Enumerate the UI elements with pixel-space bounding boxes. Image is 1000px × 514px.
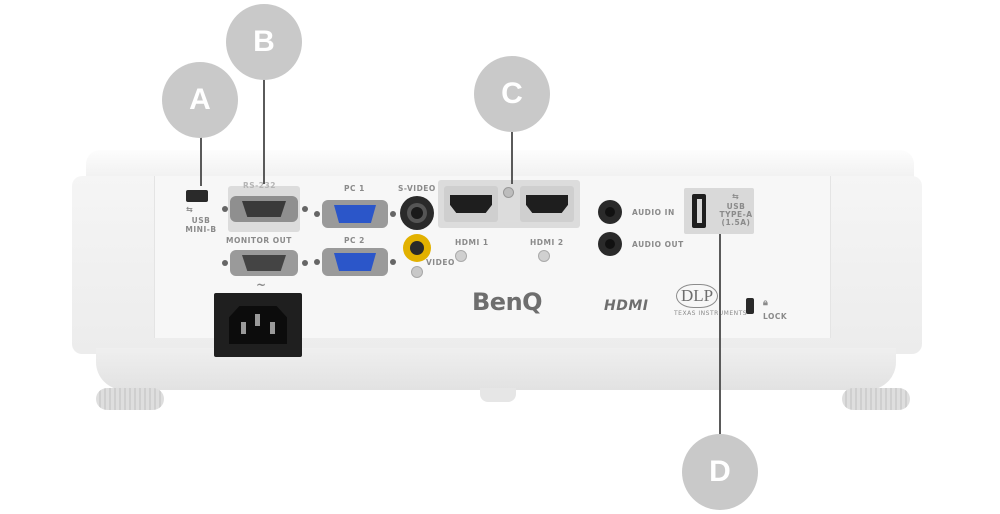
dlp-logo-text: DLP <box>680 286 714 305</box>
audio-in-port[interactable] <box>598 200 622 224</box>
usb-type-a-symbol-icon: ⇆ <box>732 192 740 201</box>
hdmi1-label: HDMI 1 <box>455 238 489 247</box>
callout-d-line <box>719 234 721 442</box>
pc1-screw-right <box>390 211 396 217</box>
pc1-screw-left <box>314 211 320 217</box>
monitor-screw-left <box>222 260 228 266</box>
ac-symbol: ~ <box>256 278 267 292</box>
hdmi2-port[interactable] <box>526 195 568 213</box>
rs232-screw-left <box>222 206 228 212</box>
video-screw <box>411 266 423 278</box>
hdmi1-screw-bottom <box>455 250 467 262</box>
ac-power-socket[interactable] <box>214 293 302 357</box>
monitor-out-label: MONITOR OUT <box>226 236 292 245</box>
lock-label: LOCK <box>763 312 788 321</box>
video-port[interactable] <box>403 234 431 262</box>
pc2-port[interactable] <box>322 248 388 276</box>
hdmi1-port[interactable] <box>450 195 492 213</box>
usb-symbol-icon: ⇆ <box>186 205 194 214</box>
usb-type-a-label: USB TYPE-A (1.5A) <box>719 202 753 227</box>
audio-out-label: AUDIO OUT <box>632 240 684 249</box>
callout-c: C <box>474 56 550 132</box>
monitor-out-port[interactable] <box>230 250 298 276</box>
benq-logo: BenQ <box>472 288 543 316</box>
callout-d: D <box>682 434 758 510</box>
monitor-screw-right <box>302 260 308 266</box>
kensington-lock-slot[interactable] <box>746 298 754 314</box>
rs232-screw-right <box>302 206 308 212</box>
hdmi-logo: HDMI <box>604 298 649 314</box>
s-video-label: S-VIDEO <box>398 184 436 193</box>
right-foot <box>842 388 910 410</box>
usb-mini-b-label: USB MINI-B <box>185 216 217 234</box>
audio-in-label: AUDIO IN <box>632 208 675 217</box>
pc2-screw-right <box>390 259 396 265</box>
pc2-screw-left <box>314 259 320 265</box>
callout-b-line <box>263 76 265 184</box>
dlp-logo: DLP <box>676 284 718 308</box>
hdmi2-screw-bottom <box>538 250 550 262</box>
pc2-label: PC 2 <box>344 236 365 245</box>
texas-instruments-text: TEXAS INSTRUMENTS <box>674 310 748 317</box>
callout-a: A <box>162 62 238 138</box>
s-video-port[interactable] <box>400 196 434 230</box>
usb-type-a-port[interactable] <box>692 194 706 228</box>
left-foot <box>96 388 164 410</box>
rs232-label: RS-232 <box>243 181 276 190</box>
callout-a-line <box>200 134 202 186</box>
usb-mini-b-port[interactable] <box>186 190 208 202</box>
pc1-port[interactable] <box>322 200 388 228</box>
hdmi-screw <box>503 187 514 198</box>
lock-icon: 🔒︎ <box>763 298 769 308</box>
callout-b: B <box>226 4 302 80</box>
rs232-port[interactable] <box>230 196 298 222</box>
audio-out-port[interactable] <box>598 232 622 256</box>
pc1-label: PC 1 <box>344 184 365 193</box>
callout-c-line <box>511 132 513 184</box>
center-foot <box>480 388 516 402</box>
projector-top <box>86 150 914 178</box>
hdmi2-label: HDMI 2 <box>530 238 564 247</box>
video-label: VIDEO <box>426 258 455 267</box>
